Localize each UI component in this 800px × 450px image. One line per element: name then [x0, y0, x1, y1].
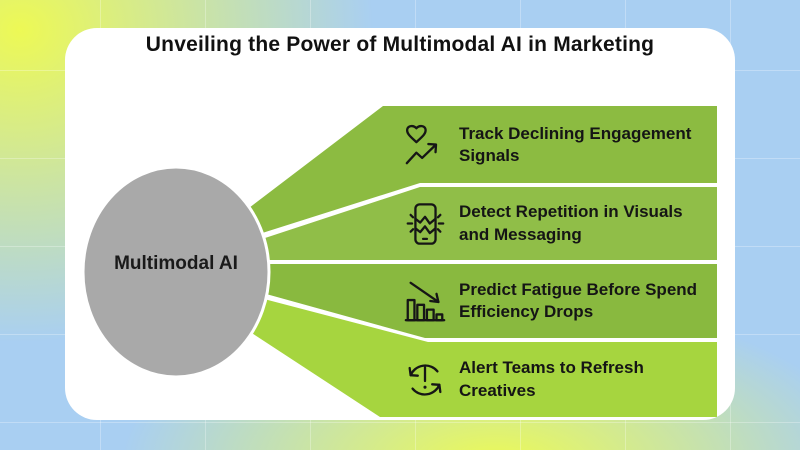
branch-label: Alert Teams to Refresh Creatives — [459, 357, 644, 401]
ribbon-predict-fatigue — [248, 264, 717, 338]
hub-label: Multimodal AI — [114, 253, 238, 274]
branch-label-line: Predict Fatigue Before Spend — [459, 279, 698, 299]
ribbon-detect-repetition — [250, 187, 717, 260]
branch-alert-teams: Alert Teams to Refresh Creatives — [402, 342, 717, 417]
branch-label: Predict Fatigue Before Spend Efficiency … — [459, 279, 697, 323]
branch-label-line: and Messaging — [459, 224, 582, 244]
refresh-alert-icon — [402, 356, 448, 404]
branch-label-line: Creatives — [459, 380, 536, 400]
branch-label: Detect Repetition in Visuals and Messagi… — [459, 201, 683, 245]
ribbon-track-engagement — [220, 106, 717, 240]
branch-label-line: Track Declining Engagement — [459, 123, 692, 143]
branch-label: Track Declining Engagement Signals — [459, 123, 691, 167]
page-title: Unveiling the Power of Multimodal AI in … — [145, 33, 655, 56]
branch-label-line: Signals — [459, 146, 520, 165]
branch-detect-repetition: Detect Repetition in Visuals and Messagi… — [402, 187, 717, 260]
branch-track-engagement: Track Declining Engagement Signals — [402, 106, 717, 184]
cracked-phone-icon — [402, 200, 448, 248]
ribbon-alert-teams — [235, 294, 717, 417]
declining-bar-chart-icon — [402, 277, 448, 325]
hub-circle — [81, 165, 271, 379]
branch-predict-fatigue: Predict Fatigue Before Spend Efficiency … — [402, 264, 717, 338]
heart-trend-up-icon — [402, 121, 448, 169]
branch-label-line: Alert Teams to Refresh — [459, 358, 644, 378]
branch-label-line: Efficiency Drops — [459, 302, 594, 321]
branch-label-line: Detect Repetition in Visuals — [459, 202, 683, 222]
